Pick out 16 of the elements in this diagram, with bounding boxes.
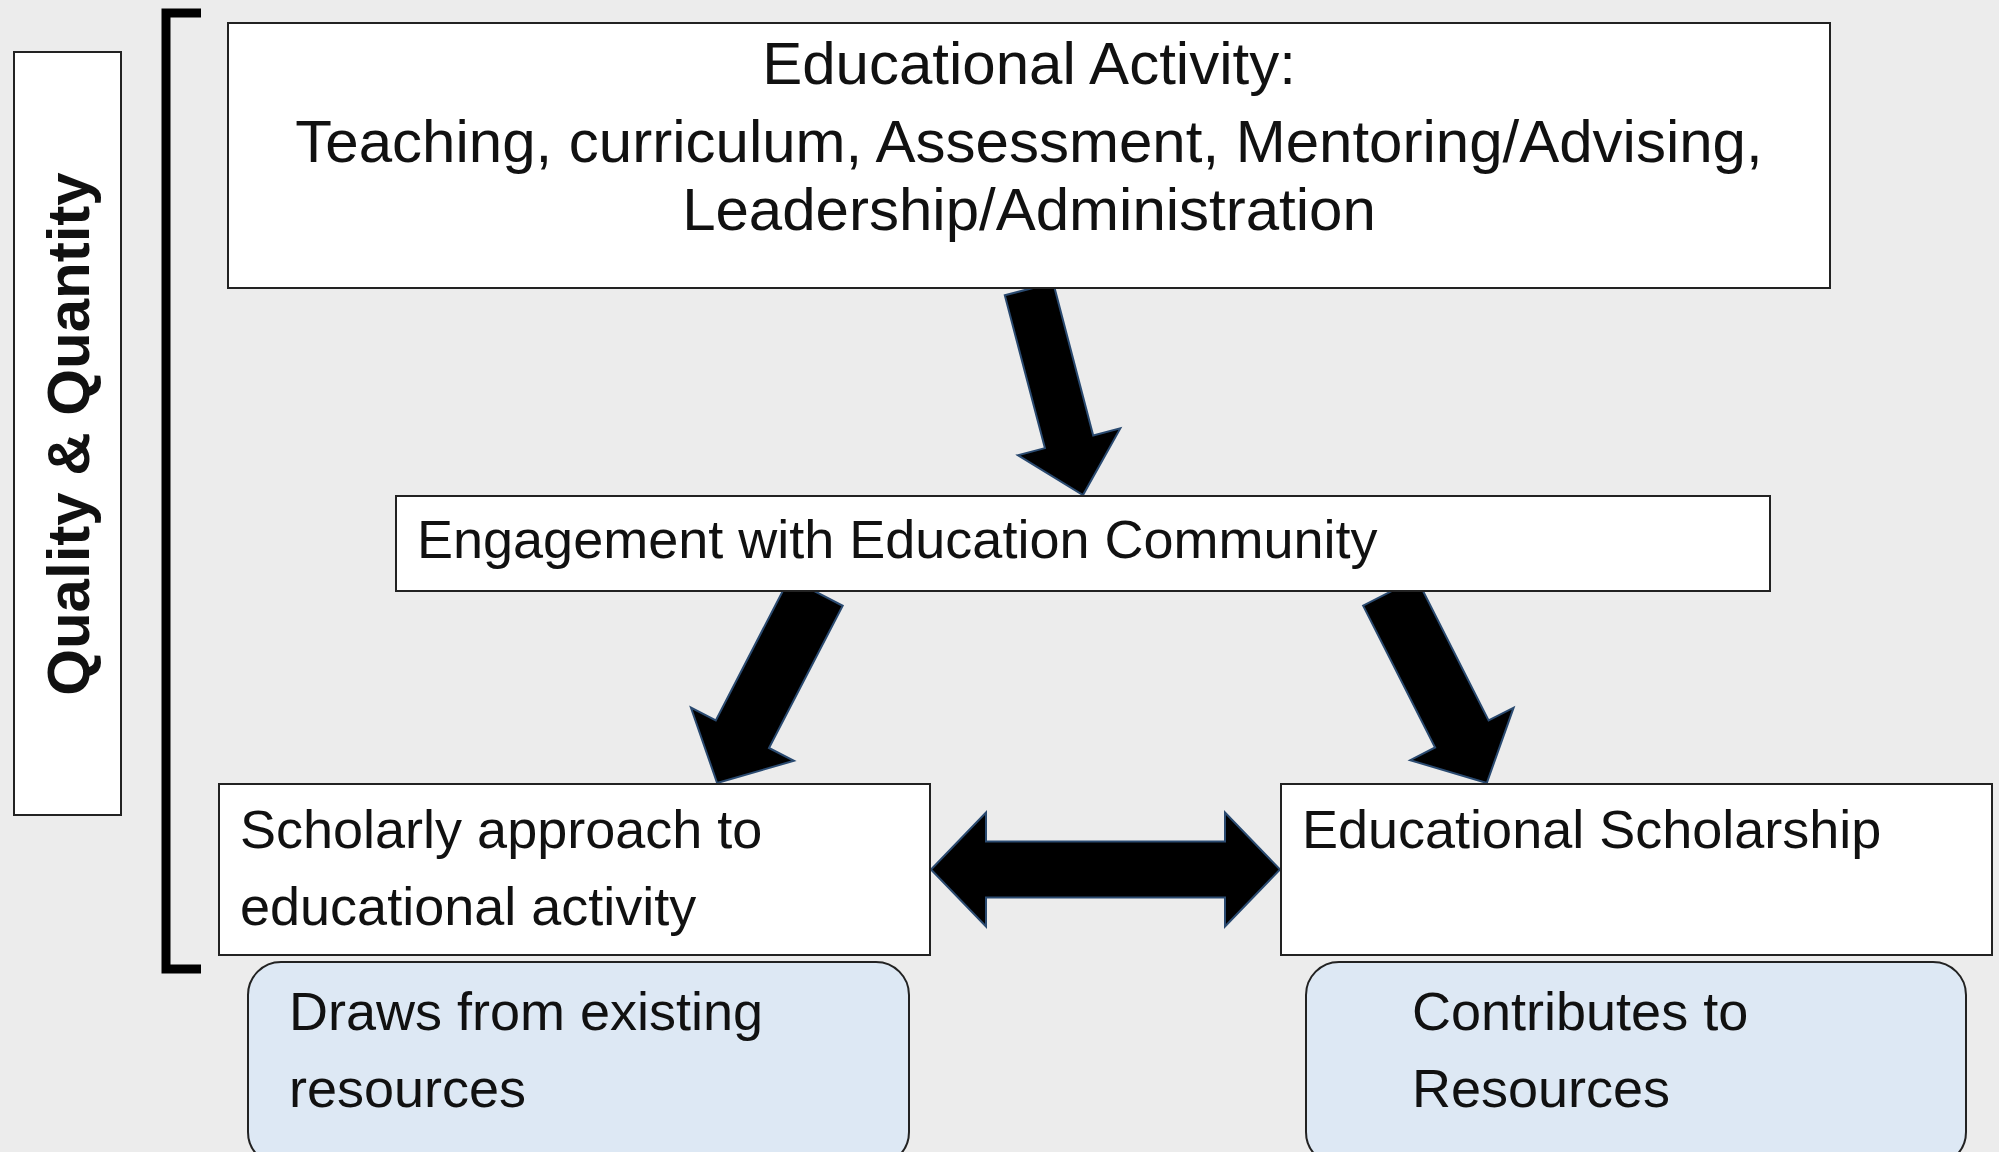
process-box (227, 22, 1831, 289)
side-label: Quality & Quantity (33, 171, 102, 696)
box-text: Draws from existing resources (289, 980, 765, 1120)
box-heading: Educational Activity: (761, 30, 1297, 98)
process-box (395, 495, 1771, 592)
box-text: Engagement with Education Community (417, 508, 1379, 571)
box-text: Contributes to Resources (1412, 980, 1750, 1120)
double-arrow (929, 810, 1282, 929)
process-box (218, 783, 931, 956)
side-label-box (13, 51, 122, 816)
box-text: Educational Scholarship (1302, 798, 1883, 861)
rounded-box (247, 961, 910, 1152)
rounded-box (1305, 961, 1967, 1152)
box-text: Scholarly approach to educational activity (240, 798, 764, 938)
box-text: Teaching, curriculum, Assessment, Mentoring/Advising, Leadership/Administration (294, 108, 1764, 244)
process-box (1280, 783, 1993, 956)
